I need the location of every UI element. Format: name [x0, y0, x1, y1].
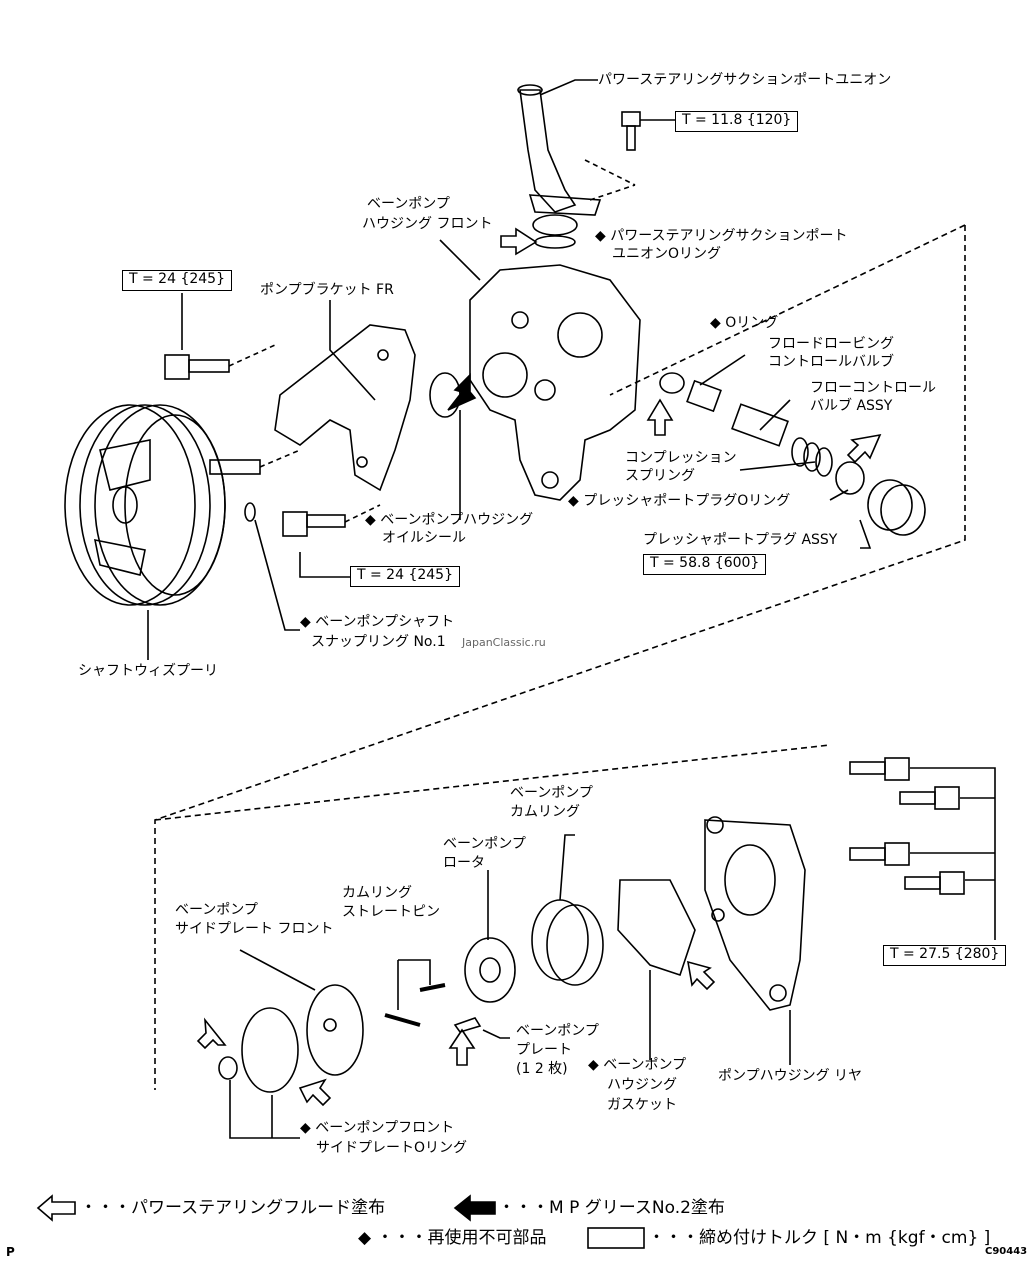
label-rotor-2: ロータ — [443, 855, 485, 871]
torque-t4: T = 58.8 {600} — [643, 554, 767, 575]
legend-fluid-arrow — [36, 1194, 76, 1222]
label-flow-ctrl-1: フロードロービング — [768, 336, 894, 352]
fluid-arrow — [500, 227, 538, 256]
suction-union-tube — [519, 89, 577, 213]
label-vane-plate-3: (1 2 枚) — [516, 1061, 568, 1077]
lower-assembly-outline — [154, 744, 831, 821]
side-plate-shape — [306, 984, 364, 1076]
label-side-oring-2: サイドプレートOリング — [316, 1140, 468, 1156]
oil-seal-shape — [429, 372, 461, 418]
side-plate-oring-shape — [241, 1007, 299, 1093]
torque-t5: T = 27.5 {280} — [883, 945, 1007, 966]
corner-p: P — [6, 1245, 15, 1259]
fluid-arrow — [448, 1028, 476, 1066]
torque-t3: T = 24 {245} — [350, 566, 460, 587]
label-bracket: ポンプブラケット FR — [260, 282, 394, 298]
label-cam-ring-2: カムリング — [510, 804, 580, 820]
rotor-shape — [464, 937, 516, 1003]
snap-ring-shape — [244, 502, 256, 522]
suction-oring-shape — [534, 235, 576, 249]
label-housing-rear: ポンプハウジング リヤ — [718, 1068, 863, 1084]
label-gasket-1: ◆ ベーンポンプ — [588, 1057, 687, 1073]
label-suction-oring-2: ユニオンOリング — [612, 246, 722, 262]
legend-torque: ・・・締め付けトルク [ N・m {kgf・cm} ] — [648, 1228, 991, 1248]
cam-ring-shape — [531, 899, 604, 986]
label-pulley: シャフトウィズプーリ — [78, 663, 218, 679]
label-flow-valve-2: バルブ ASSY — [810, 398, 893, 414]
label-plug-oring: ◆ プレッシャポートプラグOリング — [568, 493, 791, 509]
pump-housing-rear-shape — [704, 816, 806, 1011]
label-cam-ring-1: ベーンポンプ — [510, 785, 593, 801]
label-snap-ring-2: スナップリング No.1 — [311, 634, 446, 650]
flow-control-valve-shape — [686, 379, 722, 413]
upper-assembly-outline — [154, 225, 966, 1090]
plug-oring-shape — [835, 461, 865, 495]
label-suction-union: パワーステアリングサクションポートユニオン — [598, 72, 892, 88]
label-flow-valve-1: フローコントロール — [810, 380, 936, 396]
label-oring: ◆ Oリング — [710, 315, 779, 331]
label-snap-ring-1: ◆ ベーンポンプシャフト — [300, 614, 455, 630]
fluid-arrow — [846, 433, 882, 464]
label-oil-seal-2: オイルシール — [382, 530, 466, 546]
pump-housing-front-shape — [469, 264, 641, 501]
union-bolt — [621, 111, 641, 151]
grease-arrow — [447, 373, 477, 411]
oring-shape — [659, 372, 685, 394]
label-suction-oring-1: ◆ パワーステアリングサクションポート — [595, 228, 848, 244]
bracket-bolt-lower — [282, 511, 346, 537]
label-rotor-1: ベーンポンプ — [443, 836, 526, 852]
torque-t1: T = 11.8 {120} — [675, 111, 799, 132]
label-side-plate-1: ベーンポンプ — [175, 902, 258, 918]
label-pin-1: カムリング — [342, 885, 412, 901]
label-vane-plate-2: プレート — [516, 1042, 572, 1058]
pulley-shape — [64, 404, 261, 606]
label-pin-2: ストレートピン — [342, 904, 440, 920]
rear-bolts — [849, 757, 965, 895]
legend-fluid: ・・・パワーステアリングフルード塗布 — [80, 1198, 386, 1218]
fluid-arrow — [686, 960, 716, 991]
label-oil-seal-1: ◆ ベーンポンプハウジング — [365, 512, 534, 528]
legend-grease-arrow — [453, 1194, 496, 1222]
gasket-shape — [617, 879, 696, 977]
figure-code: C90443 — [985, 1246, 1028, 1257]
label-comp-spring-2: スプリング — [625, 468, 695, 484]
label-housing-front-1: ベーンポンプ — [367, 196, 450, 212]
pump-bracket-shape — [274, 324, 416, 492]
compression-spring-shape — [791, 437, 833, 477]
legend-grease: ・・・M P グリースNo.2塗布 — [498, 1198, 725, 1218]
label-flow-ctrl-2: コントロールバルブ — [768, 354, 894, 370]
label-gasket-2: ハウジング — [607, 1077, 677, 1093]
watermark: JapanClassic.ru — [462, 636, 546, 649]
legend-torque-box — [587, 1227, 645, 1249]
flow-valve-assy-shape — [731, 403, 789, 447]
vane-plate-shape — [453, 1017, 482, 1033]
fluid-arrow — [646, 398, 674, 436]
label-plug-assy: プレッシャポートプラグ ASSY — [643, 532, 838, 548]
plug-assy-shape — [867, 479, 926, 536]
fluid-arrow — [298, 1078, 332, 1107]
label-side-oring-1: ◆ ベーンポンプフロント — [300, 1120, 455, 1136]
legend-nonreuse: ◆ ・・・再使用不可部品 — [358, 1228, 547, 1248]
torque-t2: T = 24 {245} — [122, 270, 232, 291]
small-oring-shape — [218, 1056, 238, 1080]
fluid-arrow — [196, 1017, 227, 1050]
upper-outline-top — [609, 224, 966, 396]
label-side-plate-2: サイドプレート フロント — [175, 921, 334, 937]
label-vane-plate-1: ベーンポンプ — [516, 1023, 599, 1039]
bracket-bolt-upper — [164, 354, 230, 380]
label-gasket-3: ガスケット — [607, 1097, 677, 1113]
label-housing-front-2: ハウジング フロント — [362, 216, 493, 232]
label-comp-spring-1: コンプレッション — [625, 450, 737, 466]
